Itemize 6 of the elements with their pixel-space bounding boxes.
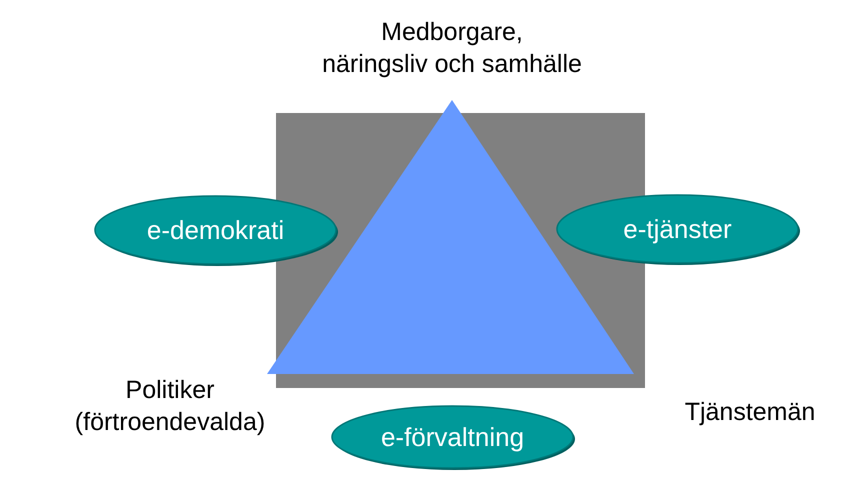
- node-label: e-förvaltning: [380, 422, 524, 452]
- corner-label: Tjänstemän: [684, 397, 816, 428]
- corner-label: Politiker (förtroendevalda): [74, 375, 266, 438]
- node-label: e-tjänster: [623, 214, 732, 244]
- corner-label: Medborgare, näringsliv och samhälle: [321, 17, 583, 80]
- node-label: e-demokrati: [146, 214, 284, 246]
